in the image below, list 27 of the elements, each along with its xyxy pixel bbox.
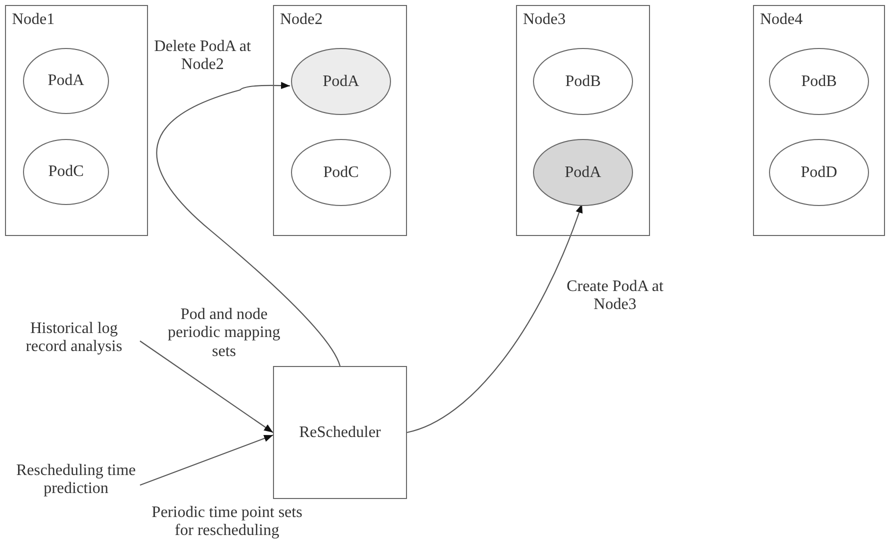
- pod-ellipse: PodC: [291, 139, 391, 206]
- pod-ellipse: PodA: [533, 139, 633, 206]
- node-title: Node4: [760, 11, 803, 29]
- pod-ellipse: PodA: [23, 48, 109, 114]
- input-text: Rescheduling time prediction: [12, 462, 140, 504]
- pod-ellipse: PodB: [769, 48, 869, 115]
- pod-ellipse: PodD: [769, 139, 869, 206]
- server-node-box: [273, 5, 407, 236]
- server-node-box: [516, 5, 650, 236]
- edge-label: Create PodA at Node3: [566, 278, 664, 315]
- input-text: Historical log record analysis: [8, 320, 140, 362]
- edge-label: Periodic time point sets for rescheduling: [150, 504, 304, 541]
- server-node-box: [5, 5, 148, 236]
- node-title: Node1: [12, 11, 55, 29]
- node-title: Node3: [523, 11, 566, 29]
- edge-label: Delete PodA at Node2: [153, 38, 252, 75]
- arrow: [406, 204, 583, 434]
- rescheduler-box: ReScheduler: [273, 366, 407, 499]
- pod-ellipse: PodB: [533, 48, 633, 115]
- pod-ellipse: PodA: [291, 48, 391, 115]
- edge-label: Pod and node periodic mapping sets: [166, 306, 282, 362]
- arrow: [140, 340, 274, 433]
- arrow: [156, 82, 341, 366]
- arrow: [140, 434, 274, 486]
- server-node-box: [753, 5, 885, 236]
- node-title: Node2: [280, 11, 323, 29]
- pod-ellipse: PodC: [23, 139, 109, 205]
